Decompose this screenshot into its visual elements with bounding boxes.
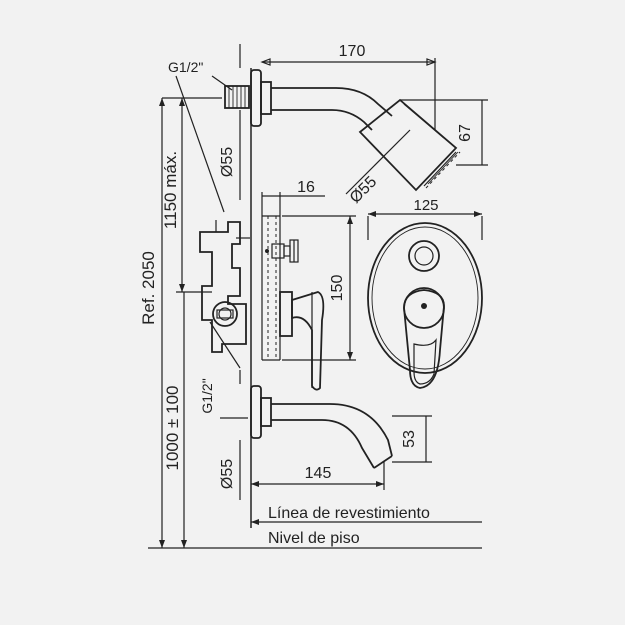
dia-head-label: Ø55 bbox=[347, 173, 380, 206]
thread-bottom-label: G1/2" bbox=[199, 378, 215, 413]
floor-height-label: 1000 ± 100 bbox=[163, 386, 182, 471]
overall-height-label: 1150 máx. bbox=[161, 151, 180, 229]
dim-label-67: 67 bbox=[457, 124, 474, 142]
dim-label-150: 150 bbox=[329, 275, 346, 302]
shower-arm bbox=[224, 69, 461, 192]
dim-label-16: 16 bbox=[297, 179, 315, 196]
mixer-body bbox=[199, 220, 250, 353]
dim-label-145: 145 bbox=[305, 465, 332, 482]
legend-floor-label: Nivel de piso bbox=[268, 530, 360, 547]
dim-label-170: 170 bbox=[339, 43, 366, 60]
diverter-side bbox=[265, 239, 299, 263]
cover-plate-front bbox=[367, 222, 483, 389]
thread-top-label: G1/2" bbox=[168, 59, 203, 75]
lever-side bbox=[279, 291, 325, 391]
ref-height-label: Ref. 2050 bbox=[139, 251, 158, 325]
dim-label-53: 53 bbox=[401, 430, 418, 448]
cover-plate-side bbox=[261, 215, 281, 361]
bath-spout bbox=[250, 385, 393, 469]
dia-top-label: Ø55 bbox=[219, 147, 236, 177]
dim-label-125: 125 bbox=[413, 197, 438, 214]
dia-bottom-label: Ø55 bbox=[219, 459, 236, 489]
legend-wall-label: Línea de revestimiento bbox=[268, 505, 430, 522]
